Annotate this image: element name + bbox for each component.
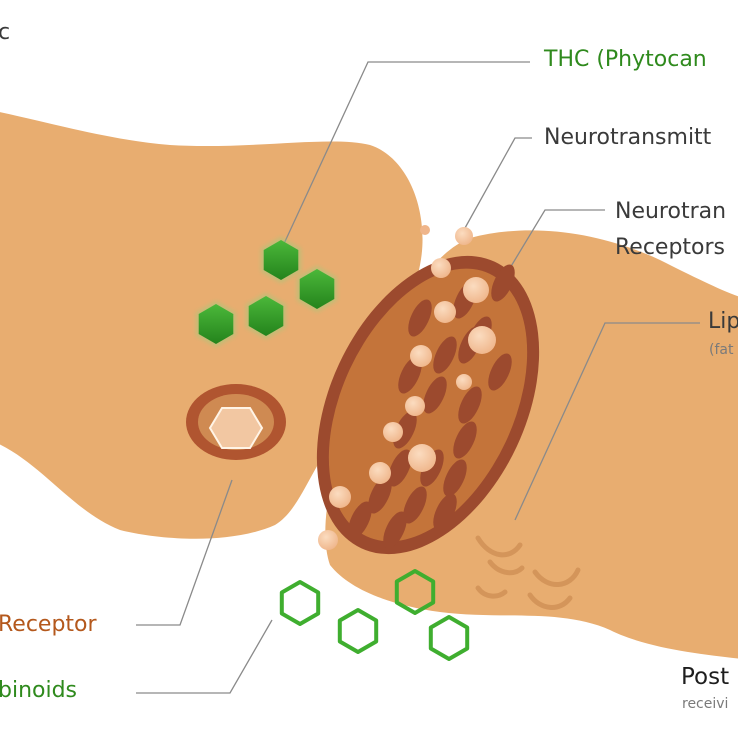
neurotransmitter-molecule — [456, 374, 472, 390]
endocannabinoid-icon — [428, 615, 470, 661]
receptor-ellipse — [368, 476, 392, 514]
neurotransmitter-molecule — [369, 462, 391, 484]
cannabinoid-receptor-label: Receptor — [0, 612, 97, 637]
postsynaptic-label: Post — [681, 664, 730, 690]
receptor-ellipse — [383, 511, 407, 549]
receptor-ellipse — [388, 449, 412, 487]
corner-label: c — [0, 20, 11, 45]
endocannabinoid-icon — [279, 580, 321, 626]
lipid-label: Lip — [708, 309, 738, 334]
phytocannabinoid-icon — [248, 296, 284, 336]
phytocannabinoid-icon — [198, 304, 234, 344]
postsynaptic-sublabel: receivi — [682, 696, 729, 712]
callout-lipid — [514, 322, 700, 521]
neurotransmitter-molecule — [431, 258, 451, 278]
neurotransmitter-molecule — [455, 227, 473, 245]
neurotransmitter-molecule — [434, 301, 456, 323]
receptor-ellipse — [443, 459, 467, 497]
receptor-ellipse — [408, 299, 432, 337]
callout-thc — [281, 61, 530, 249]
neurotransmitter-label: Neurotransmitt — [544, 125, 712, 150]
neurotransmitter-receptors-label: Neurotran — [615, 199, 727, 224]
neurotransmitter-molecule — [408, 444, 436, 472]
cb1-ligand-icon — [208, 407, 264, 449]
neurotransmitter-molecule — [468, 326, 496, 354]
callout-neurotransmitter — [464, 137, 532, 229]
lipid-curve — [475, 535, 523, 558]
lipid-sublabel: (fat — [709, 342, 734, 358]
callout-lines — [136, 61, 700, 694]
phytocannabinoid-icon — [299, 269, 335, 309]
neurotransmitter-molecule — [329, 486, 351, 508]
lipid-curve — [475, 585, 508, 599]
lipid-curve — [532, 567, 581, 587]
neurotransmitters — [318, 225, 496, 550]
neurotransmitter-molecule — [318, 530, 338, 550]
neurotransmitter-molecule — [383, 422, 403, 442]
receptor-ellipse — [423, 376, 447, 414]
callout-neuro-receptors — [509, 209, 605, 269]
receptor-ellipse — [403, 486, 427, 524]
callout-cb1-receptor — [136, 479, 233, 626]
phytocannabinoid-icon — [263, 240, 299, 280]
thc-molecules — [196, 237, 337, 347]
lipid-receptors — [475, 535, 581, 610]
neurotransmitter-receptors-label-line2: Receptors — [615, 235, 726, 260]
callout-cannabinoids — [136, 619, 273, 694]
lipid-curve — [527, 592, 573, 610]
endocannabinoid-icon — [394, 569, 436, 615]
receptor-ellipse — [420, 449, 444, 487]
neurotransmitter-receptors — [348, 264, 515, 549]
endocannabinoid-icon — [337, 608, 379, 654]
receptor-ellipse — [433, 336, 457, 374]
receptor-ellipse — [491, 264, 515, 302]
neurotransmitter-molecule — [463, 277, 489, 303]
cannabinoids-label: binoids — [0, 678, 78, 703]
neurotransmitter-molecule — [420, 225, 430, 235]
neurotransmitter-molecule — [405, 396, 425, 416]
receptor-ellipse — [398, 356, 422, 394]
neurotransmitter-molecule — [410, 345, 432, 367]
receptor-ellipse — [453, 421, 477, 459]
lipid-curve — [487, 559, 525, 576]
receptor-ellipse — [433, 493, 457, 531]
thc-label: THC (Phytocan — [544, 47, 707, 72]
receptor-ellipse — [348, 501, 372, 539]
receptor-ellipse — [458, 386, 482, 424]
receptor-ellipse — [488, 353, 512, 391]
endocannabinoid-molecules — [279, 569, 470, 661]
